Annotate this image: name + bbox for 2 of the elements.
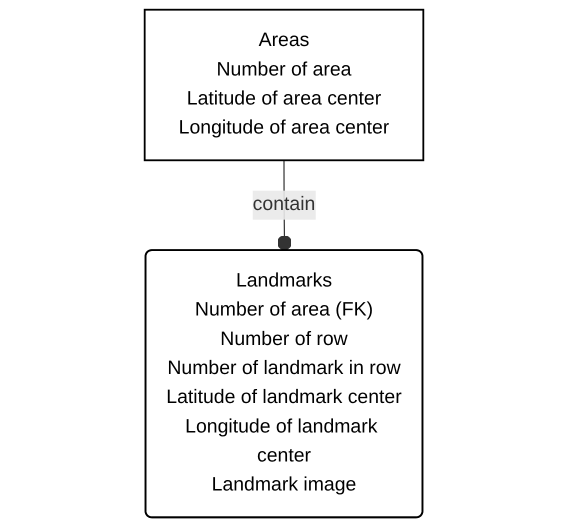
edge-label: contain [252,194,316,215]
node-box: Areas Number of area Latitude of area center Longitude of area center [144,8,424,162]
